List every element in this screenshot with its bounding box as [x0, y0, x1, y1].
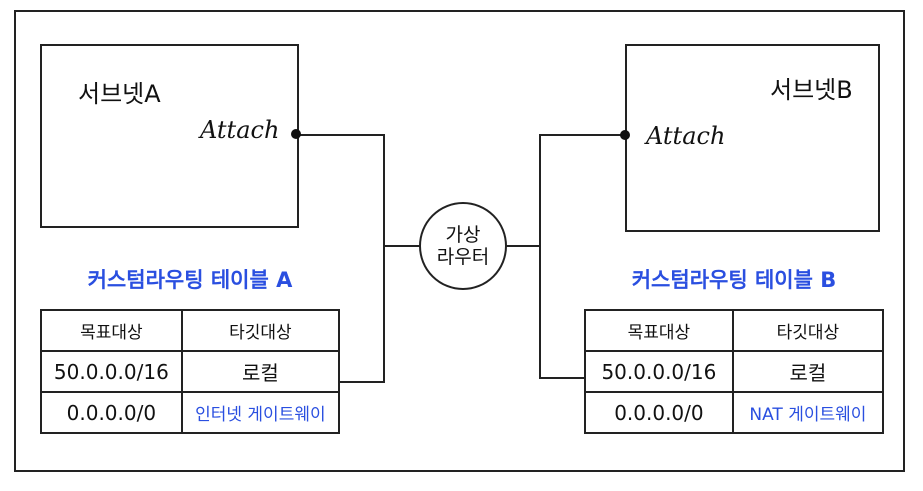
link-router-subnet-b [505, 134, 626, 247]
table-header-cell: 목표대상 [584, 309, 734, 352]
subnet-b-title: 서브넷B [770, 76, 853, 104]
table-row: 50.0.0.0/16 로컬 [584, 350, 885, 393]
table-row: 목표대상 타깃대상 [40, 309, 341, 352]
link-router-table-b [539, 246, 584, 379]
link-table-a-router [340, 246, 385, 383]
table-cell: 인터넷 게이트웨이 [180, 391, 341, 434]
table-header-cell: 목표대상 [40, 309, 183, 352]
table-cell: 0.0.0.0/0 [584, 391, 734, 434]
table-cell: NAT 게이트웨이 [731, 391, 885, 434]
subnet-a-box [40, 44, 299, 228]
route-table-a-title: 커스텀라우팅 테이블 A [87, 268, 293, 292]
table-row: 0.0.0.0/0 NAT 게이트웨이 [584, 391, 885, 434]
table-cell: 로컬 [731, 350, 885, 393]
table-cell: 0.0.0.0/0 [40, 391, 183, 434]
link-subnet-a-router [296, 134, 421, 247]
table-row: 50.0.0.0/16 로컬 [40, 350, 341, 393]
table-cell: 50.0.0.0/16 [40, 350, 183, 393]
subnet-a-title: 서브넷A [78, 80, 161, 108]
table-row: 0.0.0.0/0 인터넷 게이트웨이 [40, 391, 341, 434]
router-label-line1: 가상 [445, 224, 481, 246]
virtual-router: 가상 라우터 [419, 202, 507, 290]
table-header-cell: 타깃대상 [180, 309, 341, 352]
route-table-b-title: 커스텀라우팅 테이블 B [631, 268, 837, 292]
subnet-b-attach-label: Attach [646, 122, 726, 150]
router-label-line2: 라우터 [436, 246, 490, 268]
route-table-a: 목표대상 타깃대상 50.0.0.0/16 로컬 0.0.0.0/0 인터넷 게… [40, 309, 341, 434]
subnet-b-attach-point [620, 130, 630, 140]
table-cell: 50.0.0.0/16 [584, 350, 734, 393]
table-cell: 로컬 [180, 350, 341, 393]
vpc-frame [14, 10, 905, 472]
table-header-cell: 타깃대상 [731, 309, 885, 352]
subnet-a-attach-label: Attach [200, 116, 280, 144]
subnet-a-attach-point [291, 129, 301, 139]
route-table-b: 목표대상 타깃대상 50.0.0.0/16 로컬 0.0.0.0/0 NAT 게… [584, 309, 885, 434]
table-row: 목표대상 타깃대상 [584, 309, 885, 352]
